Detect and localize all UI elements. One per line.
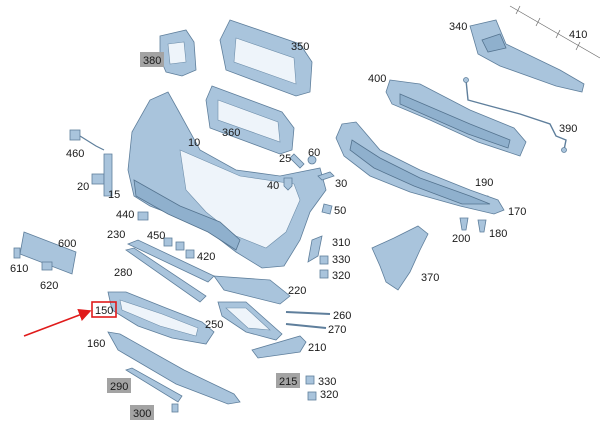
label-360: 360 bbox=[222, 127, 240, 139]
label-610: 610 bbox=[10, 263, 28, 275]
label-40: 40 bbox=[267, 180, 279, 192]
part-40-clip bbox=[283, 177, 293, 191]
part-60-25-sensors bbox=[289, 153, 317, 169]
label-270: 270 bbox=[328, 324, 346, 336]
label-160: 160 bbox=[87, 338, 105, 350]
label-350: 350 bbox=[291, 41, 309, 53]
label-420: 420 bbox=[197, 251, 215, 263]
part-460-sensor bbox=[69, 129, 105, 151]
part-30-strip bbox=[317, 171, 335, 181]
part-340-bracket bbox=[469, 19, 585, 93]
corner-ruler bbox=[509, 5, 600, 59]
label-620: 620 bbox=[40, 280, 58, 292]
highlight-290 bbox=[107, 378, 131, 393]
highlight-215 bbox=[276, 373, 300, 388]
label-30: 30 bbox=[335, 178, 347, 190]
highlight-150-box bbox=[91, 301, 117, 318]
label-220: 220 bbox=[288, 285, 306, 297]
label-50: 50 bbox=[334, 205, 346, 217]
label-25: 25 bbox=[279, 153, 291, 165]
part-160-spoiler-lip bbox=[107, 331, 241, 405]
part-370-side-bracket bbox=[371, 225, 429, 291]
label-60: 60 bbox=[308, 147, 320, 159]
part-310-330-320-clips bbox=[307, 235, 329, 279]
label-290: 290 bbox=[110, 381, 128, 393]
label-20: 20 bbox=[77, 181, 89, 193]
label-320-upper: 320 bbox=[332, 270, 350, 282]
label-400: 400 bbox=[368, 73, 386, 85]
label-150: 150 bbox=[95, 305, 113, 317]
highlight-300 bbox=[130, 405, 154, 420]
label-330-upper: 330 bbox=[332, 254, 350, 266]
part-330-320-lower-clips bbox=[305, 375, 317, 401]
part-400-impact-beam bbox=[385, 79, 527, 157]
label-390: 390 bbox=[559, 123, 577, 135]
label-200: 200 bbox=[452, 233, 470, 245]
part-450-420-fasteners bbox=[163, 237, 195, 259]
label-410: 410 bbox=[569, 29, 587, 41]
label-180: 180 bbox=[489, 228, 507, 240]
label-250: 250 bbox=[205, 319, 223, 331]
label-10: 10 bbox=[188, 137, 200, 149]
part-150-lower-grille bbox=[107, 291, 215, 345]
label-260: 260 bbox=[333, 310, 351, 322]
label-215: 215 bbox=[279, 376, 297, 388]
label-190: 190 bbox=[475, 177, 493, 189]
part-15-20-connectors bbox=[91, 153, 113, 197]
part-440-clip bbox=[137, 211, 149, 221]
part-280-trim-strip bbox=[125, 247, 207, 303]
part-210-lower-trim bbox=[251, 335, 307, 359]
label-450: 450 bbox=[147, 230, 165, 242]
highlight-380 bbox=[140, 52, 164, 67]
label-440: 440 bbox=[116, 209, 134, 221]
part-220-side-trim bbox=[213, 275, 291, 305]
label-15: 15 bbox=[108, 189, 120, 201]
label-170: 170 bbox=[508, 206, 526, 218]
label-370: 370 bbox=[421, 272, 439, 284]
label-210: 210 bbox=[308, 342, 326, 354]
part-350-radiator-frame bbox=[219, 19, 313, 97]
part-10-bumper-cover bbox=[127, 91, 327, 269]
label-330-lower: 330 bbox=[318, 376, 336, 388]
part-170-undertray bbox=[335, 121, 505, 215]
part-labels: 10 15 20 25 30 40 50 60 150 160 170 180 … bbox=[10, 21, 587, 420]
part-390-harness bbox=[463, 77, 567, 153]
part-260-270-strips bbox=[285, 311, 331, 329]
label-300: 300 bbox=[133, 408, 151, 420]
part-600-plate-holder bbox=[13, 231, 77, 275]
red-pointer-arrow bbox=[23, 308, 92, 337]
label-280: 280 bbox=[114, 267, 132, 279]
part-50-bolt bbox=[321, 203, 333, 215]
label-310: 310 bbox=[332, 237, 350, 249]
label-320-lower: 320 bbox=[320, 389, 338, 401]
part-250-grille-insert bbox=[217, 301, 283, 341]
label-340: 340 bbox=[449, 21, 467, 33]
label-600: 600 bbox=[58, 238, 76, 250]
label-380: 380 bbox=[143, 55, 161, 67]
label-460: 460 bbox=[66, 148, 84, 160]
label-230: 230 bbox=[107, 229, 125, 241]
part-290-300-strips bbox=[125, 367, 183, 413]
part-360-inner-frame bbox=[205, 85, 295, 155]
part-380-air-duct bbox=[159, 29, 197, 77]
